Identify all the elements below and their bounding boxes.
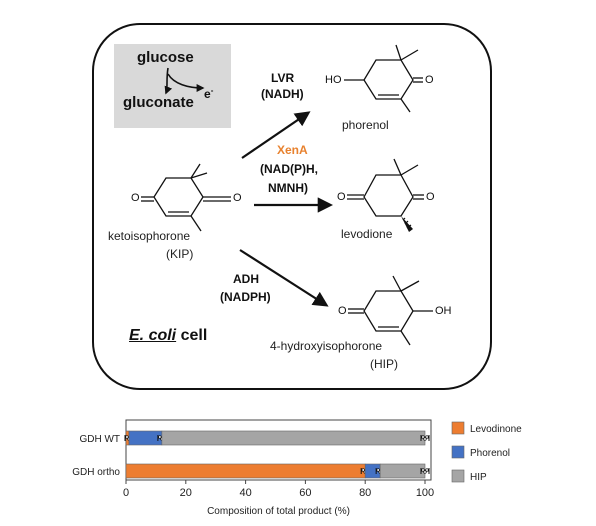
phorenol-name: phorenol (342, 118, 389, 132)
legend-label: HIP (470, 472, 487, 483)
kip-oxygen-right: O (233, 192, 242, 204)
kip-structure (141, 163, 231, 232)
cofactor-regeneration-box (114, 44, 231, 128)
hip-abbr: (HIP) (370, 357, 398, 371)
bar-segment (125, 463, 366, 479)
x-tick-label: 60 (299, 487, 311, 499)
hip-oxygen: O (338, 305, 347, 317)
adh-enzyme: ADH (233, 272, 259, 286)
replicate-point (421, 468, 425, 472)
x-tick-label: 20 (180, 487, 192, 499)
replicate-point (425, 435, 429, 439)
kip-abbr: (KIP) (166, 247, 194, 261)
xena-enzyme: XenA (277, 143, 308, 157)
xena-cofactor-line2: NMNH) (268, 181, 308, 195)
legend-swatch (451, 469, 465, 483)
arrow-to-phorenol (241, 111, 311, 159)
x-tick-label: 40 (239, 487, 251, 499)
legend-label: Phorenol (470, 448, 510, 459)
lvr-cofactor: (NADH) (261, 87, 304, 101)
levodione-structure (347, 158, 424, 217)
arrow-to-hip (239, 249, 329, 307)
kip-name: ketoisophorone (108, 229, 191, 243)
bar-segment (128, 430, 163, 446)
levodione-wedge (401, 216, 413, 232)
gluconate-label: gluconate (123, 94, 194, 111)
x-tick-label: 0 (123, 487, 129, 499)
replicate-point (376, 468, 380, 472)
cell-label: E. coli cell (129, 328, 207, 344)
levodione-oxygen-left: O (337, 191, 346, 203)
levodione-oxygen-right: O (426, 191, 435, 203)
bar-segment (161, 430, 426, 446)
replicate-point (361, 468, 365, 472)
cofactor-arrow (164, 67, 205, 95)
adh-cofactor: (NADPH) (220, 290, 271, 304)
cell-label-species: E. coli (129, 327, 177, 344)
replicate-point (425, 468, 429, 472)
replicate-point (158, 435, 162, 439)
x-tick-label: 100 (416, 487, 434, 499)
legend-swatch (451, 421, 465, 435)
bar-segment (379, 463, 426, 479)
phorenol-oxygen: O (425, 74, 434, 86)
phorenol-hydroxyl: HO (325, 74, 342, 86)
legend-label: Levodinone (470, 424, 522, 435)
category-label: GDH WT (79, 434, 120, 445)
hip-structure (348, 275, 433, 346)
x-tick-label: 80 (359, 487, 371, 499)
xena-cofactor-line1: (NAD(P)H, (260, 162, 318, 176)
levodione-name: levodione (341, 227, 393, 241)
replicate-point (421, 435, 425, 439)
lvr-enzyme: LVR (271, 71, 295, 85)
kip-oxygen-left: O (131, 192, 140, 204)
legend-swatch (451, 445, 465, 459)
levodione-hash (402, 217, 412, 229)
replicate-point (423, 437, 427, 441)
category-label: GDH ortho (72, 467, 120, 478)
hip-hydroxyl: OH (435, 305, 452, 317)
glucose-label: glucose (137, 49, 194, 66)
hip-name: 4-hydroxyisophorone (270, 339, 383, 353)
cell-label-rest: cell (176, 327, 208, 344)
reaction-arrows (239, 111, 334, 307)
phorenol-structure (344, 44, 423, 113)
electron-label: e- (204, 86, 214, 101)
replicate-point (125, 435, 129, 439)
replicate-point (423, 470, 427, 474)
reaction-scheme-drawing (141, 44, 433, 346)
x-axis-label: Composition of total product (%) (207, 506, 350, 517)
plot-frame (125, 419, 432, 481)
